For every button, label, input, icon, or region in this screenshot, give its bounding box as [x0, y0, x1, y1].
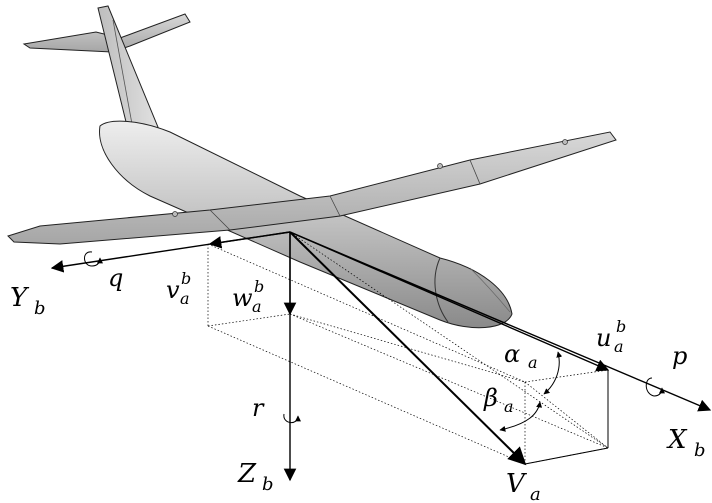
x-axis-label: X — [666, 425, 688, 455]
z-axis-label-sub: b — [262, 474, 274, 495]
v-label: v — [166, 276, 180, 304]
v-label-sub: a — [180, 289, 190, 308]
u-label: u — [596, 324, 611, 352]
fuselage — [99, 120, 513, 329]
q-label: q — [108, 264, 123, 292]
velocity-label: V — [506, 469, 527, 499]
u-label-sup: b — [616, 317, 626, 336]
v-component-arrow — [208, 231, 291, 249]
beta-label: β — [483, 384, 498, 412]
alpha-angle-arc — [543, 351, 563, 395]
r-rotation-arrow — [283, 413, 301, 423]
w-label-sup: b — [254, 277, 264, 296]
beta-angle-arc — [499, 401, 543, 432]
p-rotation-arrow — [645, 377, 665, 397]
aircraft — [7, 5, 617, 329]
r-label: r — [252, 394, 265, 422]
velocity-vector — [289, 231, 527, 466]
beta-label-sub: a — [504, 397, 514, 416]
y-axis-label: Y — [10, 283, 30, 313]
w-label-sub: a — [252, 297, 262, 316]
velocity-label-sub: a — [530, 484, 541, 503]
v-label-sup: b — [181, 269, 191, 288]
box-solid-edges — [524, 370, 609, 465]
p-label: p — [672, 342, 687, 370]
vertical-stabilizer — [97, 5, 161, 133]
alpha-label-sub: a — [528, 353, 538, 372]
w-label: w — [232, 284, 253, 312]
alpha-label: α — [504, 340, 520, 368]
q-rotation-arrow — [84, 251, 103, 267]
x-axis-label-sub: b — [694, 440, 706, 461]
u-component-arrow — [289, 231, 610, 372]
u-label-sub: a — [614, 337, 624, 356]
y-axis-label-sub: b — [34, 298, 46, 319]
z-axis-label: Z — [237, 459, 257, 489]
